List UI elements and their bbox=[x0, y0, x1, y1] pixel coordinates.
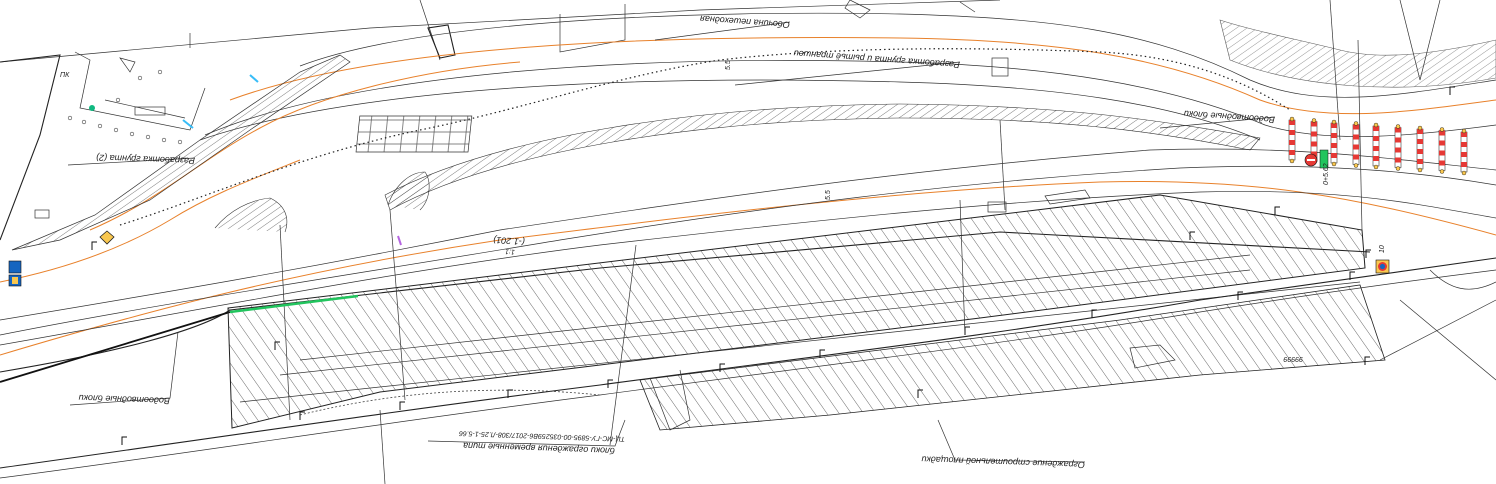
road-upper bbox=[89, 12, 1496, 231]
curb-fan-center bbox=[387, 171, 430, 211]
tree-marker bbox=[145, 134, 151, 140]
label-level-sub: 1:1 bbox=[505, 247, 515, 255]
construction-zone bbox=[227, 194, 1366, 429]
post-marker bbox=[1274, 206, 1280, 215]
label-survey-right: 99999 bbox=[1283, 355, 1303, 362]
post-marker bbox=[1349, 271, 1355, 280]
label-bulk-soil-2: Разработка грунта (2) bbox=[96, 153, 195, 166]
drainage-lines bbox=[239, 199, 1361, 446]
post-marker bbox=[917, 389, 923, 398]
post-marker bbox=[507, 389, 513, 398]
curb-fan-left bbox=[214, 197, 288, 233]
tree-marker bbox=[67, 115, 73, 121]
tree-marker bbox=[137, 75, 143, 81]
barrier-post bbox=[1352, 121, 1360, 168]
barrier-post bbox=[1394, 124, 1402, 171]
tree-marker bbox=[161, 137, 167, 143]
lower-fence-lines bbox=[0, 257, 1496, 484]
post-marker bbox=[121, 436, 127, 445]
label-level-mark: (-1.201) bbox=[493, 235, 525, 247]
tree-marker bbox=[177, 139, 183, 145]
label-dim-mid: 5.5 bbox=[825, 190, 832, 200]
slope-upper bbox=[384, 103, 1261, 211]
tree-marker bbox=[97, 123, 103, 129]
tree-marker bbox=[113, 127, 119, 133]
slope-upper-left bbox=[11, 54, 351, 251]
tree-marker bbox=[115, 97, 121, 103]
barrier-post bbox=[1460, 128, 1468, 176]
tree-marker bbox=[129, 131, 135, 137]
paving-grid bbox=[355, 115, 473, 153]
post-marker bbox=[964, 326, 970, 335]
existing-buildings: ПК bbox=[0, 51, 259, 241]
post-marker bbox=[1091, 309, 1097, 318]
post-marker bbox=[1449, 86, 1455, 95]
post-marker bbox=[1364, 356, 1370, 365]
label-protective-spec: блоки ограждения временные типа bbox=[463, 441, 615, 456]
post-marker bbox=[399, 401, 405, 410]
green-sign bbox=[1319, 149, 1329, 169]
post-marker bbox=[1189, 231, 1195, 240]
post-markers bbox=[91, 86, 1455, 445]
top-structures bbox=[427, 0, 1091, 213]
tree-marker bbox=[81, 119, 87, 125]
label-km-tag: 0+5.62 bbox=[1323, 163, 1330, 185]
traffic-signs-left bbox=[8, 230, 115, 287]
label-protective-spec-code: ТЦ-МС-ГУ-5895-00-035259В6-2017/308-Л.25-… bbox=[459, 429, 625, 442]
label-fence-bottom: Ограждение строительной площадки bbox=[921, 454, 1085, 470]
tree-marker bbox=[157, 69, 163, 75]
construction-strip bbox=[639, 284, 1386, 431]
leader-lines bbox=[67, 21, 1276, 463]
barrier-post bbox=[1330, 119, 1338, 167]
post-marker bbox=[1237, 291, 1243, 300]
post-marker bbox=[299, 411, 305, 420]
label-pole-tag: 10 bbox=[1379, 245, 1386, 253]
post-marker bbox=[607, 379, 613, 388]
barrier-post bbox=[1372, 122, 1380, 170]
barrier-post bbox=[1416, 125, 1424, 173]
post-marker bbox=[274, 341, 280, 350]
sign-yellow-diamond bbox=[99, 230, 115, 245]
post-marker bbox=[719, 363, 725, 372]
green-highlight bbox=[229, 294, 359, 314]
barrier-post bbox=[1288, 116, 1296, 164]
barrier-post bbox=[1438, 127, 1446, 174]
sign-blue-top bbox=[8, 260, 22, 274]
purple-marker bbox=[397, 235, 402, 246]
label-pedestrian-path: Обочина пешеходная bbox=[699, 14, 790, 30]
post-marker bbox=[91, 241, 97, 250]
tree-markers bbox=[67, 69, 183, 145]
post-marker bbox=[1365, 249, 1371, 258]
survey-label-left: ПК bbox=[60, 72, 70, 79]
label-bulk-soil-1: Разработка грунта и рытьё траншеи bbox=[793, 48, 960, 70]
label-dim-top: 5.5 bbox=[725, 60, 732, 70]
right-region bbox=[999, 39, 1496, 381]
post-marker bbox=[819, 349, 825, 358]
label-water-fence-left: Водоотводные блоки bbox=[79, 393, 171, 406]
barrier-posts bbox=[1288, 116, 1468, 176]
